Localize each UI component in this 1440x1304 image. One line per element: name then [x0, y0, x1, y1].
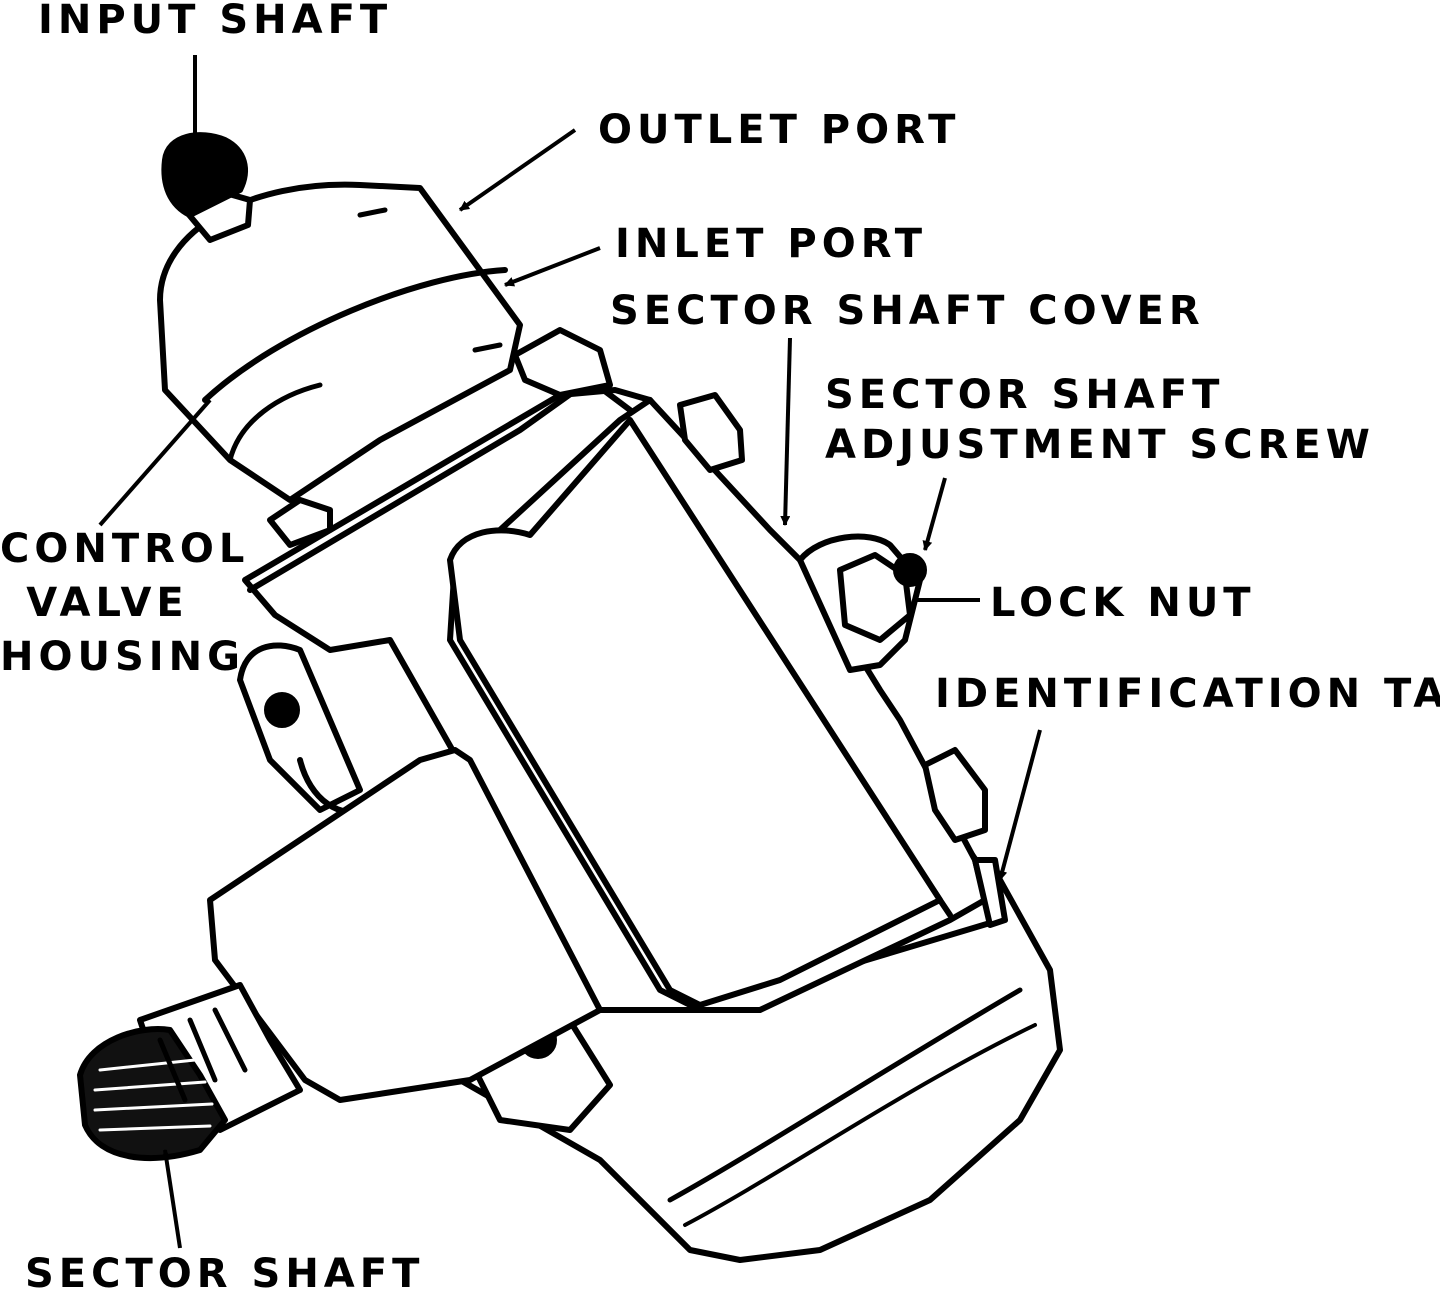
label-input-shaft: INPUT SHAFT [38, 0, 393, 43]
housing-upper-mount [512, 327, 613, 398]
end-cap-band [667, 987, 1023, 1203]
label-identification-tag: IDENTIFICATION TAG [935, 671, 1440, 717]
inlet-port-mark [472, 342, 503, 353]
cover-bolt-left [267, 497, 333, 548]
leader-outlet-port [458, 128, 577, 212]
cover-bolt-right [922, 747, 988, 843]
leader-lines [98, 55, 1042, 1249]
label-adjustment-screw: SECTOR SHAFT ADJUSTMENT SCREW [825, 370, 1375, 470]
label-inlet-port: INLET PORT [615, 221, 927, 267]
housing-top-rim [247, 377, 633, 593]
label-control-valve-housing-line2: VALVE [26, 580, 189, 626]
label-control-valve-housing: CONTROL VALVE HOUSING [0, 522, 250, 684]
leader-control-valve-housing [98, 398, 212, 527]
adjustment-screw-head [893, 553, 927, 587]
label-outlet-port: OUTLET PORT [598, 107, 961, 153]
label-sector-shaft-cover: SECTOR SHAFT COVER [610, 288, 1205, 334]
leader-adjustment-screw [922, 477, 947, 551]
left-mount-boss [237, 642, 363, 813]
label-lock-nut: LOCK NUT [990, 580, 1256, 626]
label-adjustment-screw-line2: ADJUSTMENT SCREW [825, 422, 1375, 468]
end-cap-band-lower [683, 1023, 1037, 1227]
left-mount-hole [264, 692, 300, 728]
cover-face [447, 417, 943, 1008]
input-shaft-end [161, 132, 248, 218]
label-adjustment-screw-line1: SECTOR SHAFT [825, 372, 1225, 418]
label-control-valve-housing-line3: HOUSING [0, 634, 245, 680]
shaft-flats [157, 1007, 248, 1103]
valve-housing-step [227, 382, 323, 463]
leader-inlet-port [504, 246, 601, 287]
leader-sector-shaft-cover [780, 337, 792, 526]
spline-marks [93, 1058, 214, 1132]
cover-bolt-top [677, 392, 745, 473]
leader-identification-tag [997, 729, 1042, 881]
label-sector-shaft: SECTOR SHAFT [25, 1251, 425, 1297]
leader-sector-shaft [161, 1149, 182, 1249]
outlet-port-mark [357, 207, 388, 218]
lock-nut [837, 552, 913, 643]
valve-housing-joint [202, 267, 508, 403]
gear-illustration [77, 132, 1063, 1263]
label-control-valve-housing-line1: CONTROL [0, 526, 250, 572]
